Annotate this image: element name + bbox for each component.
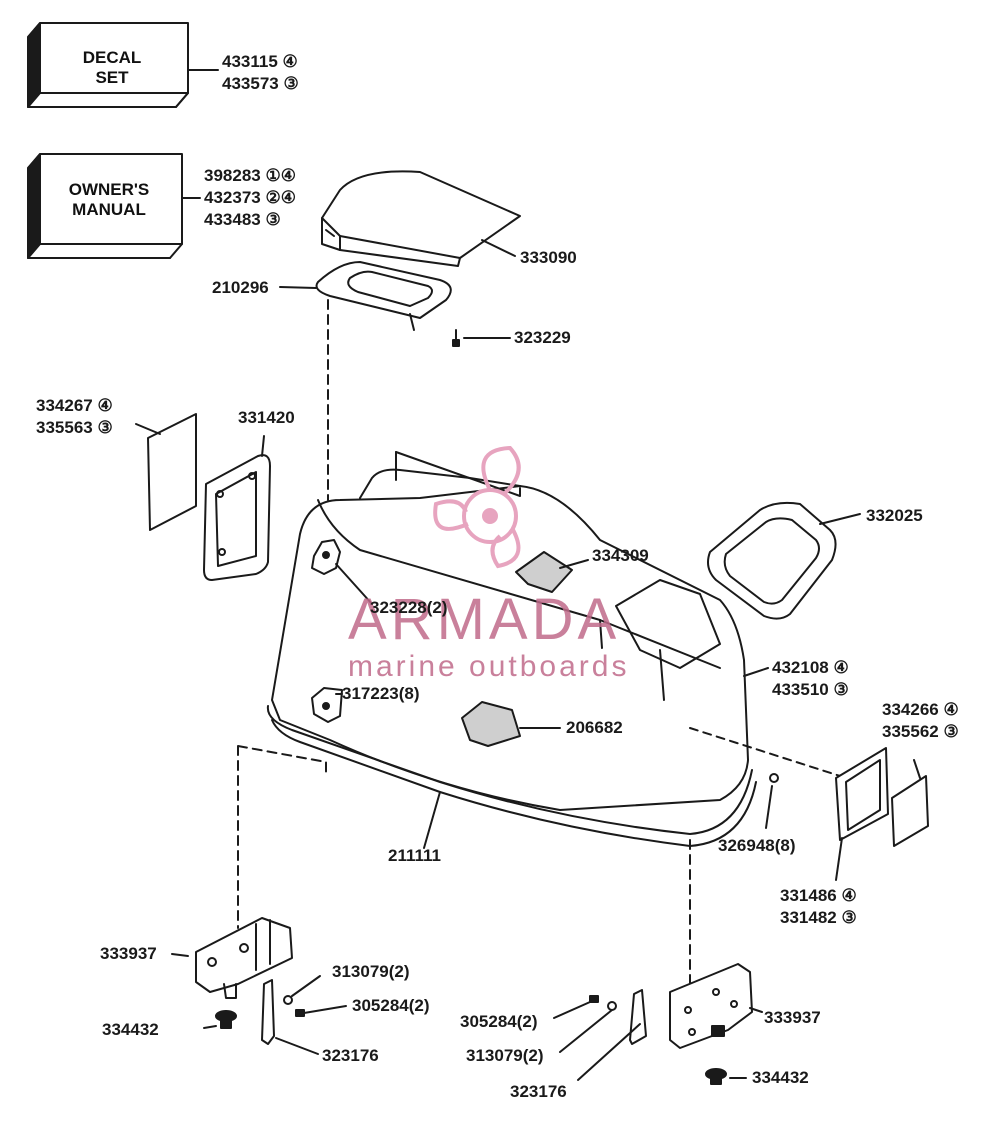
label-decal-433115: 433115 ④ — [222, 52, 298, 71]
left-frame-part — [203, 435, 271, 581]
guide-line-left — [237, 745, 327, 929]
label-window-335563: 335563 ③ — [36, 418, 113, 437]
right-bracket-part — [669, 963, 763, 1049]
label-washer-313079-left: 313079(2) — [332, 962, 410, 981]
watermark-brand: ARMADA — [348, 587, 621, 652]
right-window-panel — [891, 759, 929, 847]
label-pad-334309: 334309 — [592, 546, 649, 565]
decal-line2: SET — [95, 68, 129, 87]
label-manual-433483: 433483 ③ — [204, 210, 281, 229]
bezel-part — [279, 261, 452, 331]
right-washer-screw-part — [553, 995, 617, 1053]
label-manual-432373: 432373 ②④ — [204, 188, 296, 207]
screw-top-part — [452, 329, 511, 347]
label-cowl-433510: 433510 ③ — [772, 680, 849, 699]
watermark-tagline: marine outboards — [348, 650, 630, 683]
decal-line1: DECAL — [82, 48, 142, 67]
label-pad-206682: 206682 — [566, 718, 623, 737]
label-decal-433573: 433573 ③ — [222, 74, 299, 93]
label-window-334266: 334266 ④ — [882, 700, 959, 719]
left-window-panel — [135, 413, 197, 531]
left-washer-screw-part — [283, 975, 347, 1017]
label-window-335562: 335562 ③ — [882, 722, 959, 741]
label-bracket-333937-left: 333937 — [100, 944, 157, 963]
label-latch-323176-right: 323176 — [510, 1082, 567, 1101]
label-screw-305284-right: 305284(2) — [460, 1012, 538, 1031]
label-screw-323229: 323229 — [514, 328, 571, 347]
rivet-part — [765, 773, 779, 829]
right-frame-part — [835, 747, 889, 881]
label-manual-398283: 398283 ①④ — [204, 166, 296, 185]
manual-line2: MANUAL — [72, 200, 146, 219]
knob-part — [311, 539, 373, 605]
label-frame-331482: 331482 ③ — [780, 908, 857, 927]
label-screw-305284-left: 305284(2) — [352, 996, 430, 1015]
right-latch-part — [577, 989, 647, 1081]
label-window-334267: 334267 ④ — [36, 396, 113, 415]
guide-line-right — [689, 727, 841, 777]
label-frame-331486: 331486 ④ — [780, 886, 857, 905]
label-cowl-432108: 432108 ④ — [772, 658, 849, 677]
label-gasket-211111: 211111 — [388, 846, 441, 865]
label-bezel-210296: 210296 — [212, 278, 269, 297]
label-grommet-334432-right: 334432 — [752, 1068, 809, 1087]
label-bracket-333937-right: 333937 — [764, 1008, 821, 1027]
owners-manual-label: OWNER'S MANUAL — [46, 180, 172, 220]
label-seal-332025: 332025 — [866, 506, 923, 525]
label-frame-331420: 331420 — [238, 408, 295, 427]
clip-part — [311, 687, 343, 723]
label-grommet-334432-left: 334432 — [102, 1020, 159, 1039]
label-clip-317223: 317223(8) — [342, 684, 420, 703]
label-rivet-326948: 326948(8) — [718, 836, 796, 855]
label-latch-323176-left: 323176 — [322, 1046, 379, 1065]
pad-lower-part — [461, 701, 561, 747]
label-cover-333090: 333090 — [520, 248, 577, 267]
left-latch-part — [261, 979, 319, 1055]
top-cover-part — [321, 170, 521, 267]
right-seal-part — [707, 501, 861, 620]
manual-line1: OWNER'S — [68, 180, 150, 199]
left-grommet-part — [203, 1010, 237, 1029]
pad-part — [515, 551, 589, 593]
owners-manual-box — [27, 153, 183, 259]
decal-set-label: DECAL SET — [48, 48, 176, 88]
right-grommet-part — [705, 1068, 747, 1085]
label-washer-313079-right: 313079(2) — [466, 1046, 544, 1065]
cowl-main-part — [266, 451, 757, 849]
label-knob-323228: 323228(2) — [370, 598, 448, 617]
left-bracket-part — [171, 917, 293, 999]
decal-set-box — [27, 22, 189, 108]
watermark-logo — [433, 445, 521, 569]
cowl-leader — [743, 667, 769, 677]
